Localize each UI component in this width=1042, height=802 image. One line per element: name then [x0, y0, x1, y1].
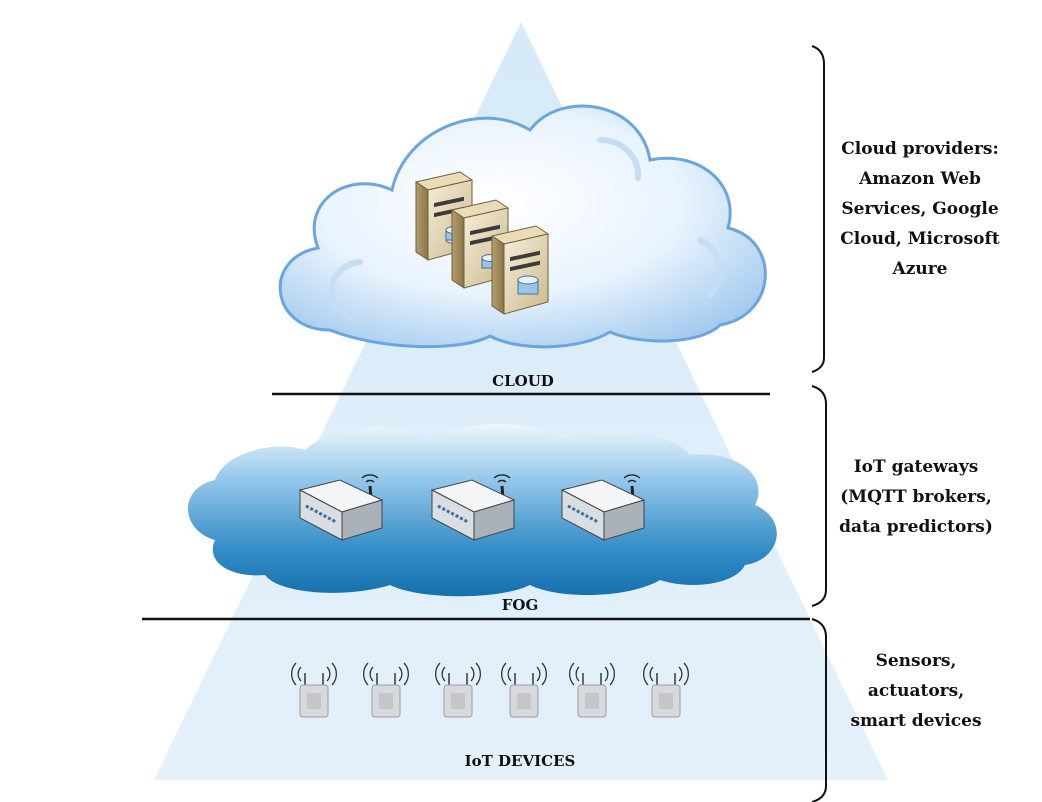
wireless-sensor-icon: [642, 662, 690, 718]
cloud-description-line: Services, Google: [841, 199, 999, 219]
cloud-description-line: Amazon Web: [859, 169, 981, 189]
wireless-sensor-icon: [434, 662, 482, 718]
iot-devices-description-line: actuators,: [867, 681, 965, 701]
cloud-description-line: Cloud, Microsoft: [840, 229, 1000, 249]
server-icon: [490, 225, 550, 315]
fog-description-line: data predictors): [839, 517, 993, 537]
cloud-tier-label: CLOUD: [492, 372, 554, 390]
router-icon: [430, 474, 516, 541]
iot-devices-description-line: Sensors,: [875, 651, 957, 671]
fog-description-line: (MQTT brokers,: [840, 487, 992, 507]
router-icon: [298, 474, 384, 541]
wireless-sensor-icon: [500, 662, 548, 718]
cloud-description: Cloud providers: Amazon Web Services, Go…: [830, 134, 1010, 284]
cloud-description-line: Azure: [892, 259, 948, 279]
cloud-shape: [278, 104, 767, 349]
router-icon: [560, 474, 646, 541]
devices-brace: [811, 618, 827, 802]
wireless-sensor-icon: [362, 662, 410, 718]
fog-description: IoT gateways (MQTT brokers, data predict…: [826, 452, 1006, 542]
fog-tier-label: FOG: [501, 596, 539, 614]
iot-devices-description: Sensors, actuators, smart devices: [826, 646, 1006, 736]
iot-devices-tier-label: IoT DEVICES: [464, 752, 576, 770]
fog-description-line: IoT gateways: [853, 457, 979, 477]
wireless-sensor-icon: [290, 662, 338, 718]
cloud-description-line: Cloud providers:: [841, 139, 999, 159]
wireless-sensor-icon: [568, 662, 616, 718]
fog-brace: [811, 385, 827, 607]
iot-devices-description-line: smart devices: [850, 711, 982, 731]
cloud-brace: [811, 45, 825, 373]
